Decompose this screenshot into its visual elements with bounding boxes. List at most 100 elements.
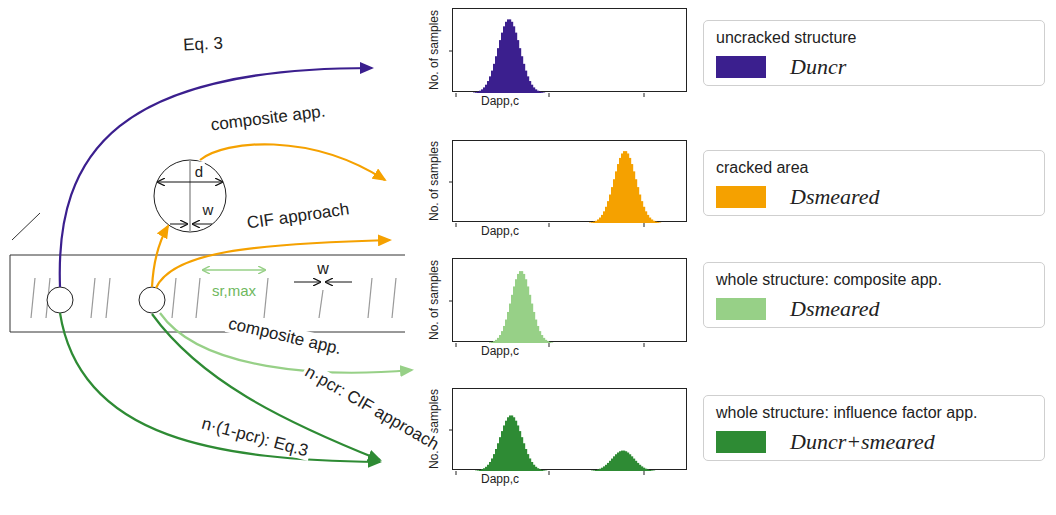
histogram-bar [611,187,613,223]
histogram-bar [493,64,495,93]
histogram-bar [649,218,651,223]
histogram-bar [615,171,617,223]
histogram-bar [543,338,545,343]
histogram-bar [511,295,513,343]
histogram-bar [521,271,523,343]
histogram-bar [659,222,661,223]
histogram [453,389,688,471]
histogram-bar [507,417,509,471]
histogram-bar [657,222,659,224]
histogram-bar [477,92,479,93]
histogram-bar [503,26,505,93]
zoom-circle [154,160,226,232]
legend-symbol: Dsmeared [790,297,880,321]
histogram-bar [599,218,601,223]
histogram-bar [483,468,485,471]
histogram-bar [527,76,529,93]
histogram-bar [621,451,623,471]
histogram-bar [507,19,509,93]
histogram-bar [631,456,633,471]
histogram-bar [623,451,625,471]
histogram-bar [477,470,479,472]
histogram-bar [531,304,533,343]
legend-heading: uncracked structure [716,28,1032,47]
legend-entry: Dsmeared [716,297,1032,321]
histogram-bar [485,467,487,471]
histogram-bar [601,468,603,471]
histogram-bar [543,92,545,93]
histogram-bar [489,342,491,344]
histogram-bar [611,459,613,471]
histogram-bar [533,312,535,343]
axis-tick [456,343,457,347]
histogram-bar [531,462,533,471]
histogram-bar [617,453,619,471]
histogram-bar [487,465,489,471]
histogram-bar [473,92,475,93]
histogram-bar [621,153,623,223]
histogram-bar [517,425,519,471]
histogram-bar [479,470,481,471]
histogram-bar [509,19,511,93]
arrow-label: CIF approach [244,199,353,233]
crack [196,278,200,318]
crack [319,290,323,318]
histogram-bar [653,470,655,471]
histogram-bar [501,331,503,343]
histogram-bar [509,415,511,471]
histogram-bar [619,158,621,223]
histogram-bar [499,437,501,471]
histogram-bar [613,456,615,471]
histogram-bar [539,331,541,343]
histogram-panel: No. of samplesDapp,c [452,140,687,222]
histogram-bar [509,304,511,343]
legend-box: whole structure: influence factor app.Du… [703,395,1045,461]
histogram-bar [513,417,515,471]
histogram-bar [595,470,597,471]
histogram-bar [603,211,605,223]
histogram-bar [517,40,519,93]
histogram-bar [475,92,477,94]
histogram-bar [623,151,625,223]
histogram-bar [533,465,535,471]
histogram-bar [499,40,501,93]
legend-symbol: Duncr [790,55,846,79]
dimension-label: sr,max [210,281,258,300]
histogram-bar [545,340,547,343]
histogram-bar [519,271,521,343]
histogram-bar [651,219,653,223]
histogram-bar [519,431,521,471]
histogram-bar [497,338,499,343]
histogram-bar [487,81,489,93]
histogram-bar [495,340,497,343]
histogram-bar [497,443,499,471]
legend-swatch [716,56,766,78]
crack [106,278,110,318]
histogram-bar [503,326,505,343]
histogram-bar [525,449,527,471]
axis-tick [449,51,453,52]
histogram-bar [637,463,639,471]
histogram-bar [481,89,483,93]
histogram-bar [513,26,515,93]
histogram-bar [627,453,629,471]
histogram-bar [531,85,533,93]
histogram-bar [503,425,505,471]
legend-box: uncracked structureDuncr [703,20,1045,86]
legend-symbol: Dsmeared [790,185,880,209]
histogram-bar [647,215,649,223]
histogram-bar [545,470,547,471]
spacing-arrow [203,269,265,270]
histogram-bar [501,431,503,471]
histogram-bar [541,92,543,94]
histogram-bar [609,461,611,471]
legend-swatch [716,186,766,208]
histogram-panel: No. of samplesDapp,c [452,258,687,342]
crack [91,278,95,318]
histogram-bar [507,312,509,343]
histogram [453,141,688,223]
x-axis-label: Dapp,c [481,472,519,486]
axis-tick [549,223,550,227]
histogram-bar [591,470,593,471]
arrow-label: composite app. [225,313,346,358]
